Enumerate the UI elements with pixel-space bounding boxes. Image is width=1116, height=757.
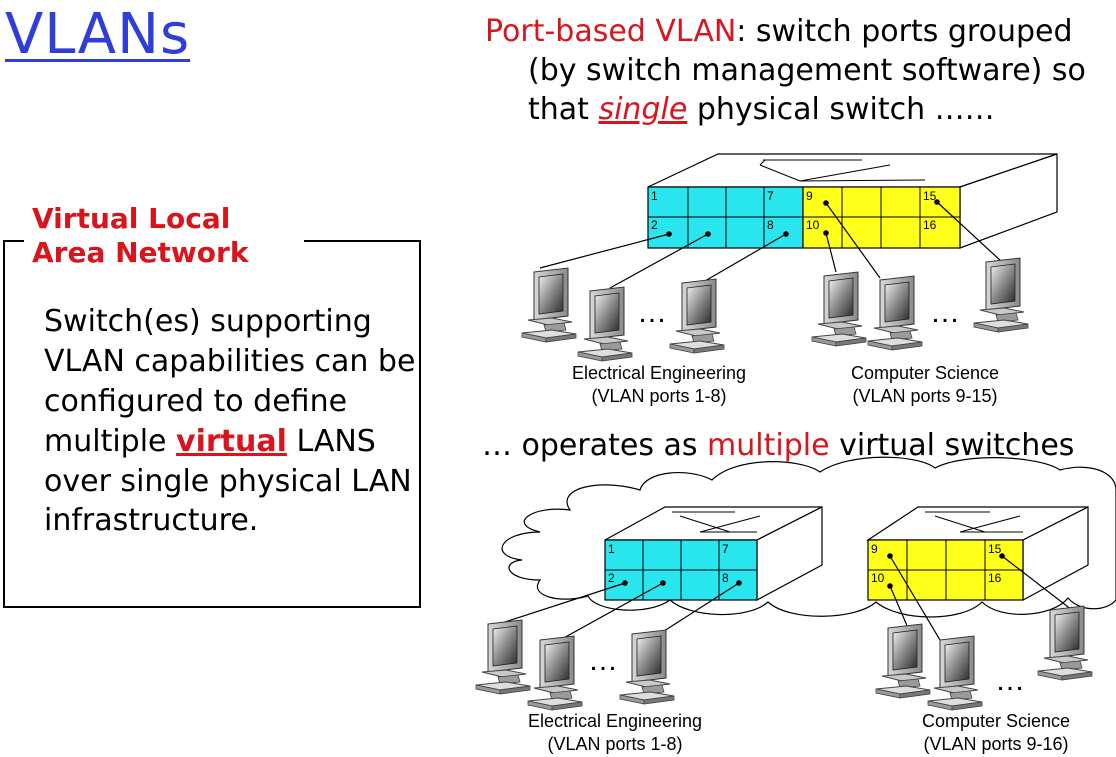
info-box-title-line1: Virtual Local — [32, 202, 231, 235]
top-switch: 1 7 9 15 2 8 10 16 — [647, 153, 1058, 249]
headline-term: Port-based VLAN — [485, 14, 737, 49]
headline-text: : switch ports grouped — [736, 14, 1073, 49]
br-port-16: 16 — [988, 571, 1002, 585]
top-label-cs-ports: (VLAN ports 9-15) — [852, 386, 997, 406]
computer-icon — [669, 278, 725, 354]
info-box-body-pre: Switch(es) supporting VLAN capabilities … — [44, 304, 416, 459]
top-ellipsis-right: … — [930, 296, 960, 329]
computer-icon — [867, 275, 923, 351]
bottom-right-switch: 9 15 10 16 — [866, 506, 1089, 602]
computer-icon — [577, 286, 633, 362]
info-box-title: Virtual Local Area Network — [24, 200, 304, 270]
headline-line3-pre: that — [528, 92, 599, 127]
top-port-15: 15 — [923, 189, 937, 203]
operates-highlight: multiple — [707, 428, 830, 463]
computer-icon — [1037, 605, 1093, 681]
br-port-9: 9 — [871, 542, 878, 556]
bottom-label-ee: Electrical Engineering — [528, 711, 702, 731]
computer-icon — [927, 635, 983, 711]
computer-icon — [527, 635, 583, 711]
bottom-left-grid — [605, 540, 757, 600]
top-label-cs: Computer Science — [851, 363, 999, 383]
headline: Port-based VLAN: switch ports grouped (by… — [485, 12, 1113, 129]
bl-port-8: 8 — [722, 571, 729, 585]
top-port-8: 8 — [767, 218, 774, 232]
info-box-body: Switch(es) supporting VLAN capabilities … — [44, 302, 416, 541]
computer-icon — [811, 271, 867, 347]
bl-port-7: 7 — [722, 542, 729, 556]
br-port-10: 10 — [871, 571, 885, 585]
bottom-label-cs-ports: (VLAN ports 9-16) — [923, 734, 1068, 754]
headline-line2: (by switch management software) so — [528, 53, 1086, 88]
computer-icon — [973, 257, 1029, 333]
top-port-9: 9 — [806, 189, 813, 203]
page-title: VLANs — [5, 2, 191, 67]
top-switch-grid — [648, 187, 960, 248]
top-ellipsis-left: … — [637, 296, 667, 329]
top-label-ee: Electrical Engineering — [572, 363, 746, 383]
bottom-port-dots — [622, 553, 1005, 589]
top-port-1: 1 — [651, 189, 658, 203]
top-switch-icon — [759, 159, 926, 182]
bottom-left-switch-icon — [672, 511, 761, 533]
bottom-right-grid — [868, 540, 1023, 600]
info-box-body-highlight: virtual — [176, 423, 287, 459]
info-box-body-post: LANS over single physical LAN infrastruc… — [44, 423, 412, 539]
operates-caption: … operates as multiple virtual switches — [482, 428, 1074, 463]
bottom-label-ee-ports: (VLAN ports 1-8) — [547, 734, 682, 754]
info-box-title-line2: Area Network — [32, 235, 249, 269]
computer-icon — [875, 623, 931, 699]
computer-icon — [475, 619, 531, 695]
bottom-label-cs: Computer Science — [922, 711, 1070, 731]
br-port-15: 15 — [988, 542, 1002, 556]
operates-pre: … operates as — [482, 428, 708, 463]
headline-line3: that single physical switch …… — [485, 90, 1113, 129]
bottom-cables — [504, 555, 1073, 641]
top-port-7: 7 — [767, 189, 774, 203]
computer-icon — [619, 629, 675, 705]
headline-line3-post: physical switch …… — [687, 92, 995, 127]
computer-icon — [521, 267, 577, 343]
bottom-ellipsis-left: … — [588, 644, 618, 677]
top-port-10: 10 — [806, 218, 820, 232]
bottom-ellipsis-right: … — [995, 664, 1025, 697]
top-label-ee-ports: (VLAN ports 1-8) — [591, 386, 726, 406]
bottom-left-switch: 1 7 2 8 — [604, 506, 823, 602]
top-port-16: 16 — [923, 218, 937, 232]
top-cables — [539, 201, 1003, 289]
headline-line3-italic: single — [598, 92, 688, 127]
bottom-right-switch-icon — [925, 511, 1023, 533]
top-port-2: 2 — [651, 218, 658, 232]
top-port-dots — [666, 199, 940, 237]
bl-port-2: 2 — [608, 571, 615, 585]
bl-port-1: 1 — [608, 542, 615, 556]
